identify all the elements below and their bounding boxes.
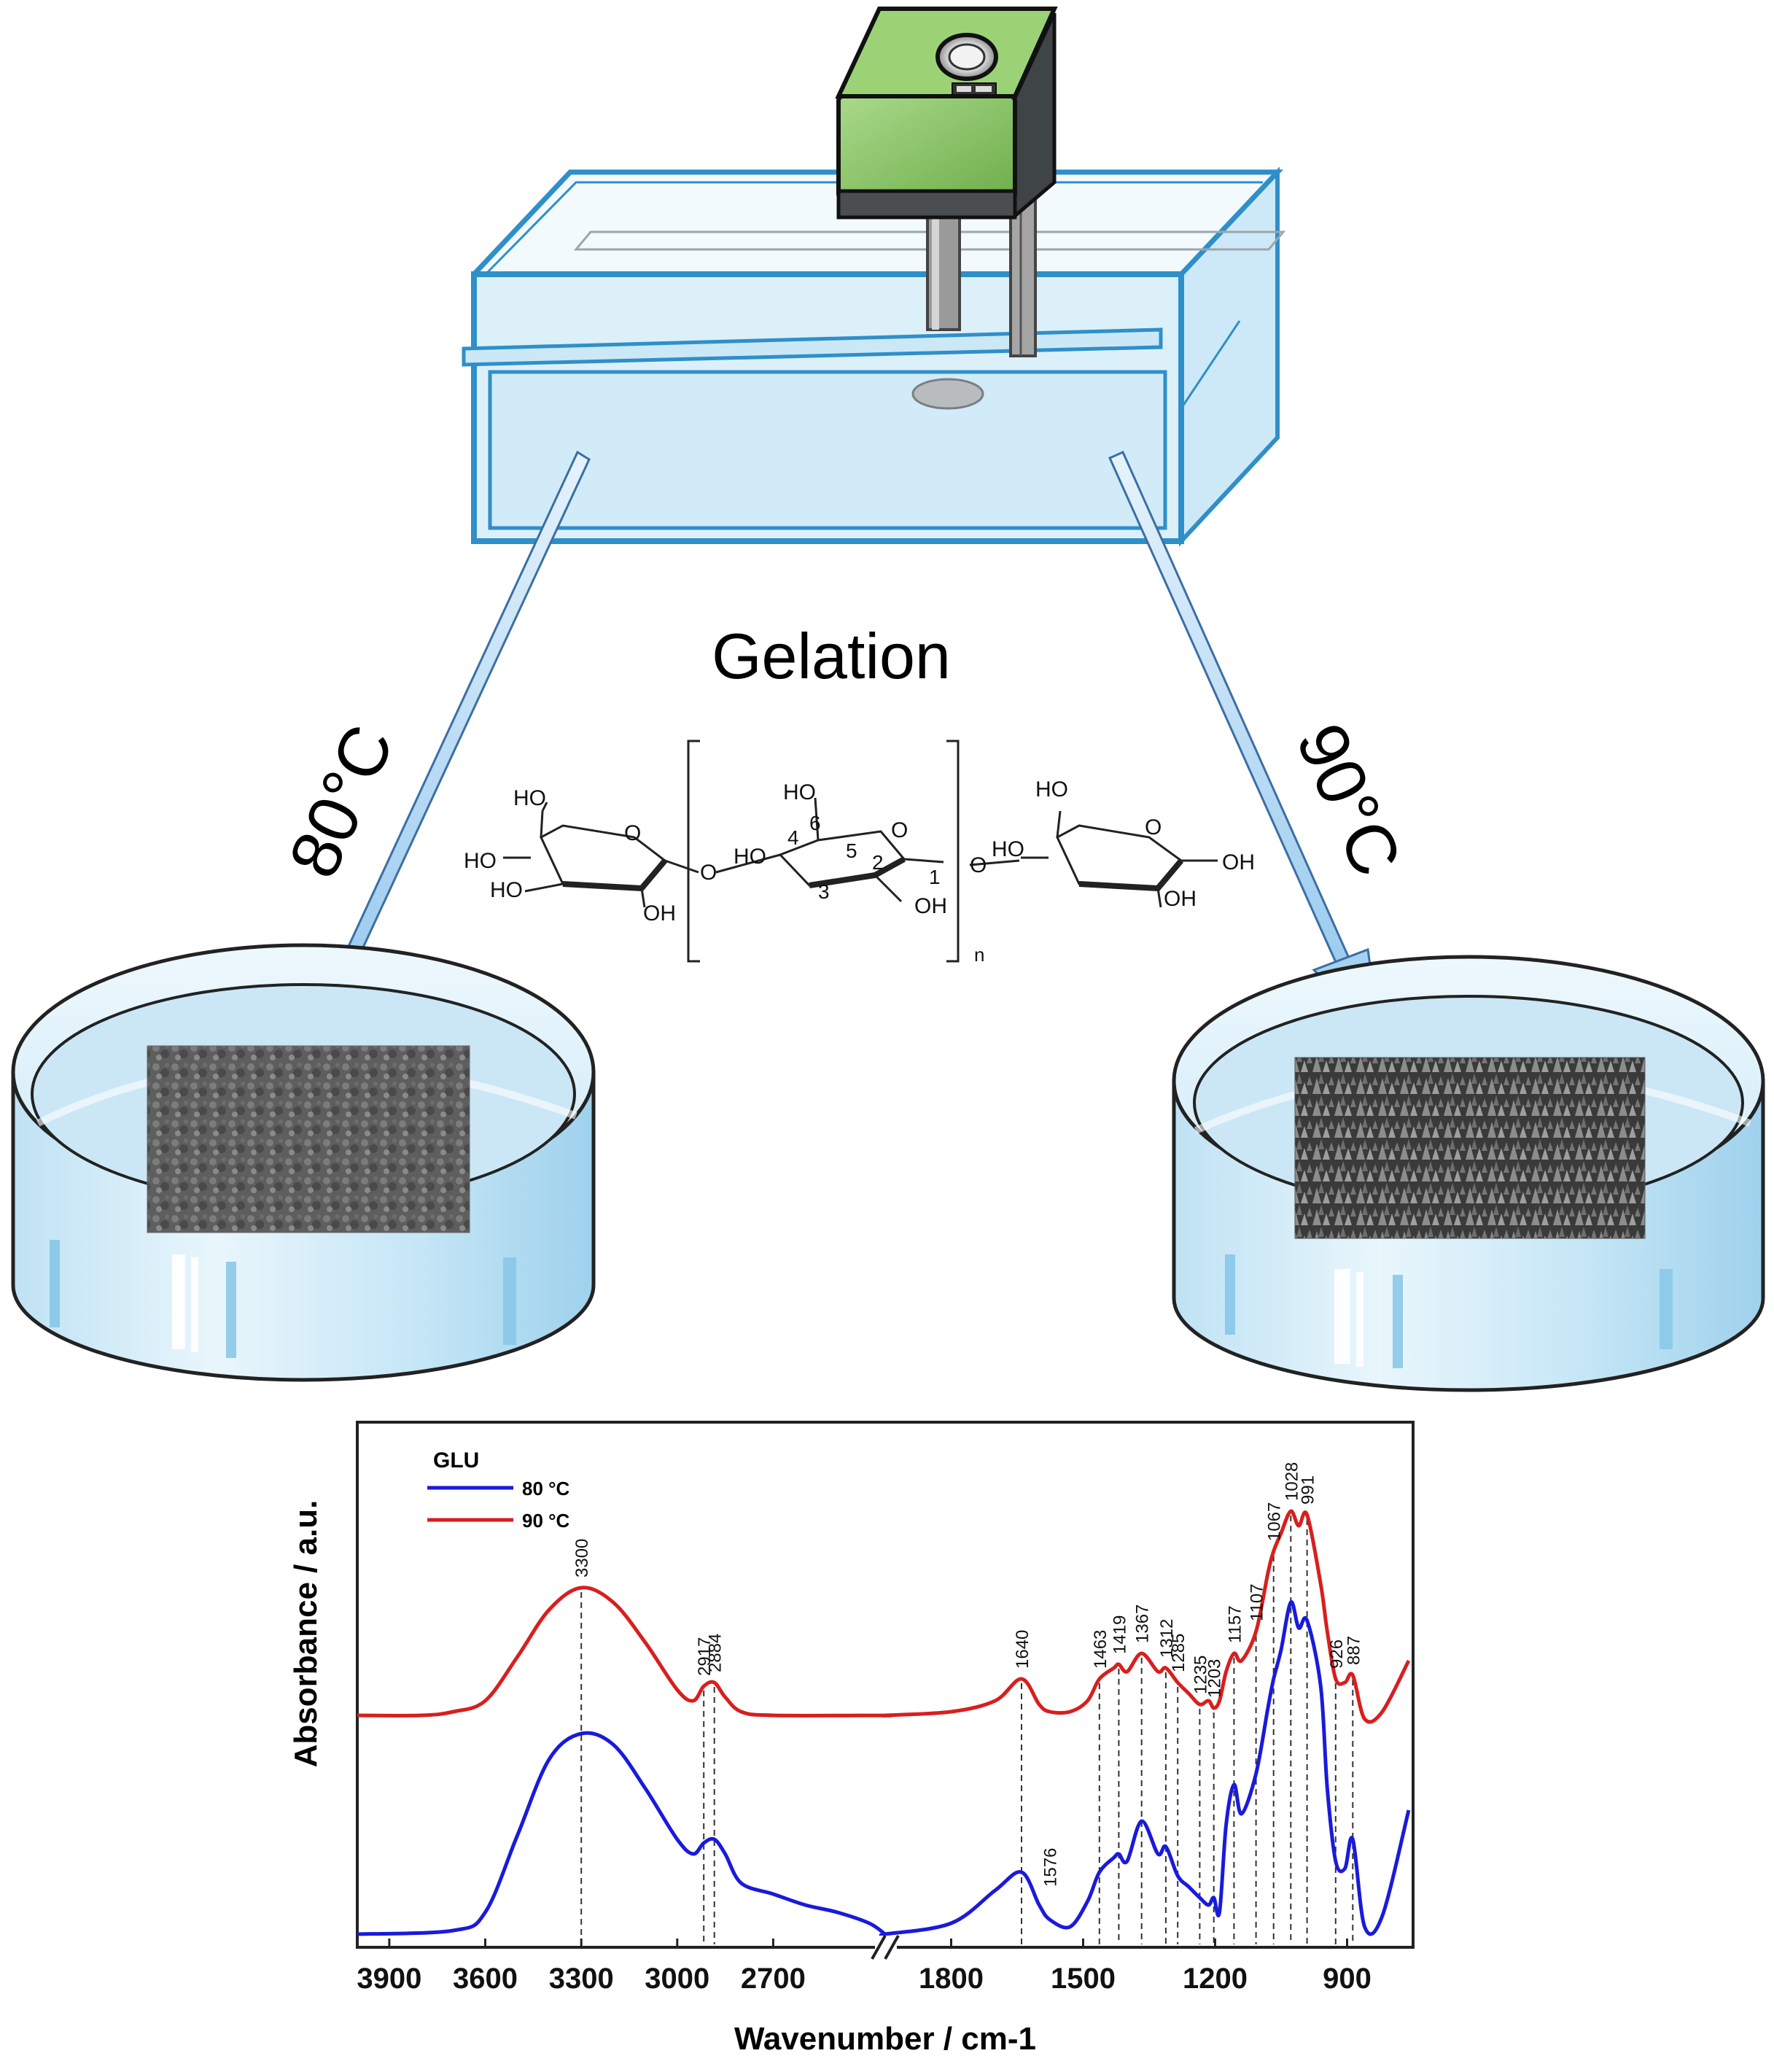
- right-glucose-ring: [969, 810, 1218, 908]
- gelation-label: Gelation: [712, 620, 951, 692]
- y-axis-label: Absorbance / a.u.: [288, 1500, 324, 1768]
- repeat-bracket-right: [946, 740, 960, 963]
- carbon-number-1: 1: [929, 866, 941, 888]
- bath-lid-plate: [462, 327, 1163, 367]
- label-ho-left-top: HO: [513, 786, 546, 810]
- legend-title: GLU: [433, 1448, 479, 1472]
- series-layer: [357, 1509, 1411, 1938]
- carbon-number-4: 4: [787, 826, 799, 849]
- series-line-90: [357, 1509, 1411, 1724]
- x-axis-label: Wavenumber / cm-1: [734, 2021, 1036, 2057]
- x-tick-label: 2700: [741, 1963, 806, 1995]
- x-tick-label: 3300: [549, 1963, 614, 1995]
- label-oh-right-end: OH: [1222, 850, 1255, 874]
- center-glucose-ring: [715, 797, 944, 903]
- afm-image-90: [1295, 1058, 1645, 1238]
- peak-label-1640: 1640: [1013, 1630, 1032, 1669]
- x-tick-label: 1800: [919, 1963, 984, 1995]
- label-o-link-right: O: [970, 853, 987, 877]
- peak-label-1028: 1028: [1282, 1462, 1302, 1501]
- peak-label-2884: 2884: [706, 1634, 725, 1672]
- x-tick-label: 900: [1323, 1963, 1372, 1995]
- legend: GLU 80 °C 90 °C: [427, 1448, 570, 1532]
- x-tick-label: 3000: [645, 1963, 709, 1995]
- peak-label-1285: 1285: [1169, 1634, 1188, 1672]
- water-surface: [573, 230, 1286, 251]
- x-axis-ticks: 3900 3600 3300 3000 2700 1800 1500 1200 900: [357, 1939, 1372, 1995]
- carbon-number-6: 6: [809, 812, 821, 834]
- legend-label-80: 80 °C: [522, 1478, 570, 1499]
- label-o-ring-right: O: [1145, 815, 1162, 839]
- peak-label-1419: 1419: [1110, 1615, 1129, 1654]
- x-tick-label: 3600: [453, 1963, 518, 1995]
- afm-image-80: [147, 1046, 470, 1233]
- x-tick-label: 1200: [1183, 1963, 1248, 1995]
- label-ho-right-top: HO: [1035, 777, 1068, 802]
- axis-break: [871, 1935, 900, 1960]
- heater-nozzle: [911, 378, 984, 410]
- petri-dish-right: [1172, 955, 1765, 1392]
- label-ho-left-mid: HO: [464, 849, 497, 873]
- peak-label-1576: 1576: [1041, 1848, 1061, 1887]
- peak-guide-lines: [580, 1516, 1354, 1944]
- label-ho-right-mid: HO: [992, 837, 1024, 861]
- legend-label-90: 90 °C: [522, 1510, 570, 1532]
- label-ho-center-top: HO: [783, 780, 816, 804]
- structure-labels: HO HO HO OH O O HO HO O OH O HO HO O OH …: [464, 777, 1255, 966]
- label-o-ring-center: O: [891, 818, 908, 842]
- label-ho-center-left: HO: [734, 845, 766, 869]
- series-line-80: [357, 1600, 1411, 1938]
- left-glucose-ring: [503, 802, 699, 908]
- peak-label-1067: 1067: [1265, 1502, 1285, 1541]
- peak-label-2917: 2917: [695, 1637, 715, 1676]
- peak-label-1107: 1107: [1248, 1583, 1267, 1621]
- carbon-number-2: 2: [872, 851, 884, 874]
- repeat-subscript: n: [974, 944, 984, 966]
- peak-label-3300: 3300: [572, 1539, 592, 1578]
- heater-front: [836, 94, 1017, 201]
- heater-rod-right: [1009, 194, 1037, 357]
- label-o-ring-left: O: [624, 821, 641, 845]
- peak-label-991: 991: [1299, 1475, 1318, 1505]
- x-tick-label: 3900: [357, 1963, 421, 1995]
- repeat-bracket-left: [687, 740, 700, 963]
- carbon-number-3: 3: [818, 880, 830, 903]
- peak-label-1312: 1312: [1157, 1619, 1177, 1658]
- water-bath: [462, 7, 1286, 547]
- glucan-structure: [503, 740, 1218, 963]
- label-oh-right-low: OH: [1164, 887, 1197, 911]
- peak-label-1463: 1463: [1091, 1630, 1110, 1669]
- peak-label-1367: 1367: [1133, 1605, 1153, 1643]
- plot-frame: [356, 1421, 1415, 1949]
- x-tick-label: 1500: [1051, 1963, 1116, 1995]
- peak-label-1203: 1203: [1205, 1659, 1225, 1698]
- petri-dish-left: [11, 943, 596, 1382]
- peak-label-887: 887: [1344, 1636, 1363, 1665]
- label-oh-center: OH: [914, 894, 947, 918]
- label-oh-left: OH: [643, 901, 676, 926]
- peak-label-926: 926: [1327, 1640, 1347, 1669]
- carbon-number-5: 5: [846, 839, 857, 862]
- label-ho-left-low: HO: [490, 878, 523, 902]
- peak-label-1235: 1235: [1191, 1656, 1210, 1694]
- peak-label-1157: 1157: [1225, 1605, 1245, 1643]
- label-o-link-left: O: [700, 861, 717, 885]
